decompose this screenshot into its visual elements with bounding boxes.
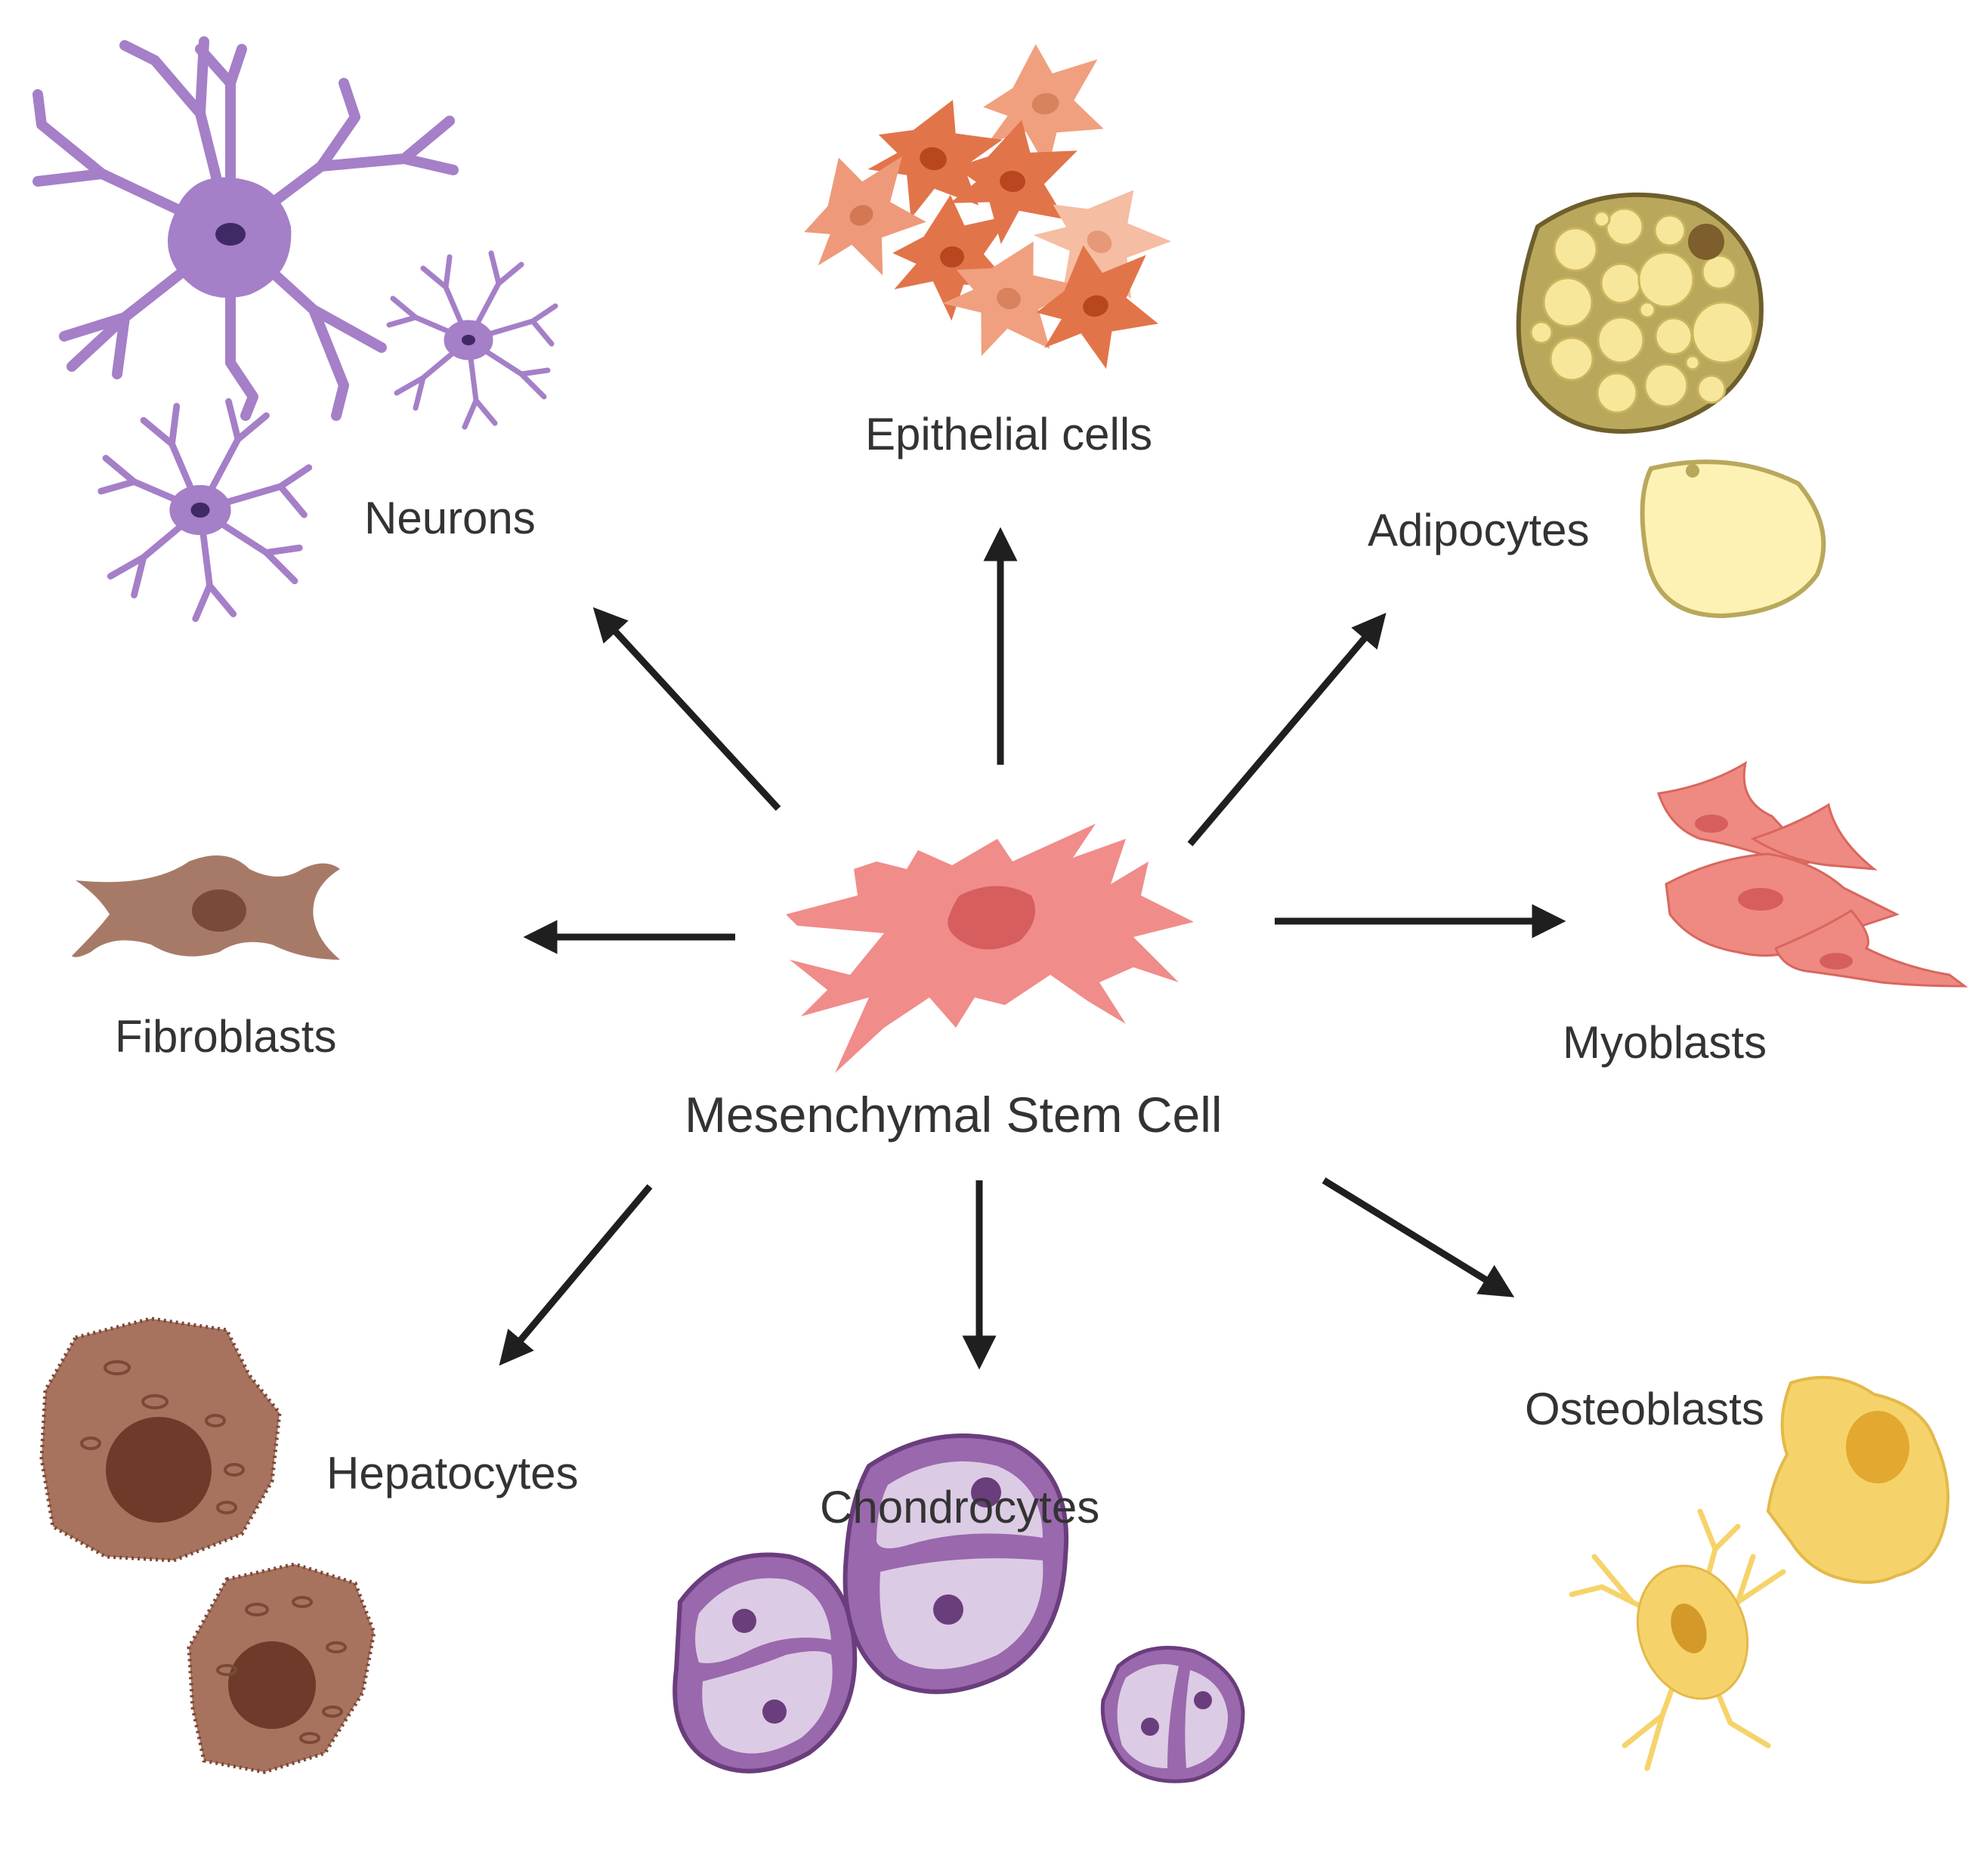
label-neurons: Neurons: [364, 493, 536, 543]
label-chondrocytes: Chondrocytes: [820, 1482, 1099, 1532]
chondrocyte-icon: [672, 1433, 1245, 1783]
arrow-to-hepatocytes: [499, 1184, 653, 1366]
epithelial-cell-icon: [780, 34, 1185, 383]
label-osteoblasts: Osteoblasts: [1525, 1384, 1764, 1434]
osteoblast-icon: [1569, 1375, 1949, 1771]
myoblast-icon: [1657, 760, 1968, 988]
label-fibroblasts: Fibroblasts: [115, 1011, 336, 1062]
arrows: [499, 527, 1566, 1370]
label-epithelial-cells: Epithelial cells: [865, 409, 1152, 459]
adipocyte-icon: [1516, 192, 1826, 619]
arrow-to-neurons: [592, 607, 781, 812]
label-hepatocytes: Hepatocytes: [326, 1448, 579, 1498]
neuron-icon: [32, 36, 555, 619]
mesenchymal-stem-cell-icon: [786, 824, 1194, 1073]
center-label: Mesenchymal Stem Cell: [685, 1087, 1223, 1143]
fibroblast-icon: [72, 855, 340, 960]
label-myoblasts: Myoblasts: [1563, 1017, 1767, 1068]
label-adipocytes: Adipocytes: [1368, 505, 1590, 555]
arrow-to-adipocytes: [1187, 612, 1387, 846]
arrow-to-osteoblasts: [1322, 1177, 1515, 1297]
hepatocyte-icon: [39, 1316, 376, 1774]
